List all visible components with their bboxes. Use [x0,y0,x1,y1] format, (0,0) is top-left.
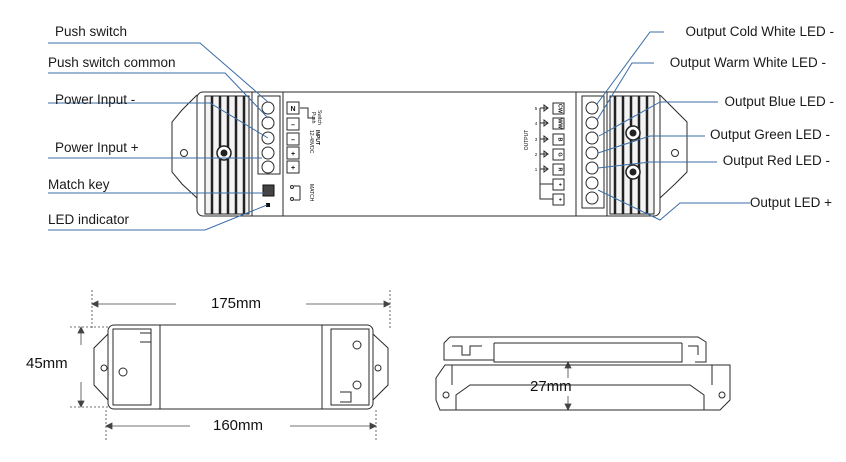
label-output-led-plus: Output LED + [749,195,832,210]
output-terminal-g: G [557,152,563,156]
left-callouts [48,42,269,231]
output-terminal-r: R [557,168,563,172]
dimension-total-length: 175mm [211,295,262,312]
controller-top-view [171,91,688,217]
label-output-blue: Output Blue LED - [724,94,834,109]
output-terminal-plus-1: + [557,183,563,186]
input-terminal-n: N [290,106,295,113]
label-output-cold-white: Output Cold White LED - [685,24,834,39]
right-callouts [596,31,750,221]
label-push-switch: Push switch [55,24,128,39]
push-label: Push [310,112,316,124]
right-heatsink [609,95,655,215]
output-terminal-ww: WW [557,118,563,129]
led-indicator [266,203,270,207]
front-view-drawing [93,324,389,410]
output-terminal-block [581,95,605,209]
dimension-height: 27mm [530,378,572,395]
output-marking-boxes [539,102,565,206]
match-label: MATCH [308,184,314,202]
dimension-width: 45mm [26,355,68,372]
dimension-mount-length: 160mm [213,417,264,434]
output-terminal-letters: CW WW B G R + + [557,104,563,201]
dimension-lines [70,290,572,440]
input-terminal-minus-1: – [291,122,295,129]
label-match-key: Match key [48,177,110,192]
label-led-indicator: LED indicator [48,212,130,227]
match-key [262,184,275,197]
output-terminal-b: B [557,138,563,142]
left-heatsink [204,95,250,215]
label-output-green: Output Green LED - [709,127,830,142]
label-push-switch-common: Push switch common [48,55,176,70]
channel-number-3: 3 [535,137,538,142]
switch-label: Switch [316,110,322,125]
input-marking-boxes [286,101,315,174]
channel-number-4: 4 [535,121,538,126]
input-terminal-minus-2: – [291,137,295,144]
label-power-input-minus: Power Input - [55,92,136,107]
side-view-drawing [435,336,731,411]
output-label: OUTPUT [524,130,530,151]
input-terminal-plus-1: + [291,151,295,158]
input-terminal-plus-2: + [291,165,295,172]
output-terminal-cw: CW [557,104,563,114]
input-label: INPUT [314,130,320,145]
label-output-red: Output Red LED - [722,153,830,168]
label-output-warm-white: Output Warm White LED - [669,55,826,70]
channel-number-2: 2 [535,152,538,157]
channel-number-1: 1 [535,167,538,172]
match-switch-symbol [290,185,301,201]
channel-number-5: 5 [535,106,538,111]
input-terminal-letters: N – – + + [290,106,295,172]
output-terminal-plus-2: + [557,198,563,201]
input-terminal-block [257,95,281,175]
label-power-input-plus: Power Input + [55,140,139,155]
voltage-label: 12-48VDC [308,130,314,154]
